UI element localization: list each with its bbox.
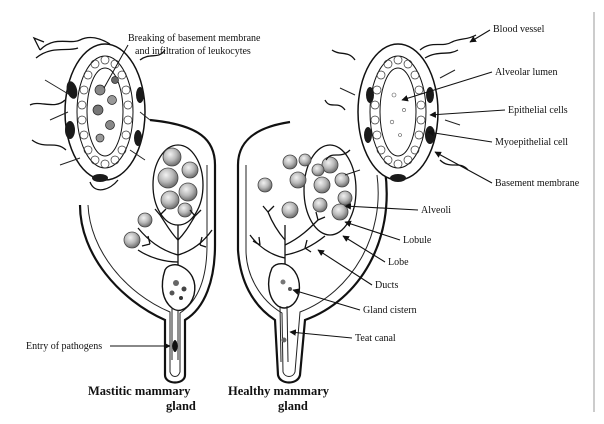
healthy-alveolus-section [325, 35, 476, 182]
label-entry: Entry of pathogens [26, 341, 102, 352]
label-myoepithelial: Myoepithelial cell [495, 137, 568, 148]
healthy-gland-cistern [269, 264, 300, 308]
label-epithelial: Epithelial cells [508, 105, 568, 116]
label-alveolar-lumen: Alveolar lumen [495, 67, 557, 78]
mastitic-gland-cistern [162, 265, 194, 311]
label-infiltration: and infiltration of leukocytes [135, 46, 251, 57]
label-healthy-2: gland [278, 399, 308, 413]
mastitic-alveolus-section [30, 37, 165, 189]
label-blood-vessel: Blood vessel [493, 24, 545, 35]
label-lobule: Lobule [403, 235, 432, 246]
label-lobe: Lobe [388, 257, 409, 268]
healthy-udder-inner [246, 165, 378, 377]
label-mastitic-2: gland [166, 399, 196, 413]
label-breaking: Breaking of basement membrane [128, 33, 261, 44]
label-mastitic-1: Mastitic mammary [88, 384, 191, 398]
label-healthy-1: Healthy mammary [228, 384, 330, 398]
label-ducts: Ducts [375, 280, 398, 291]
label-cistern: Gland cistern [363, 305, 417, 316]
label-alveoli: Alveoli [421, 205, 451, 216]
label-teat: Teat canal [355, 333, 396, 344]
pathogen-entry-mark [173, 340, 178, 352]
mastitic-alveoli [124, 148, 198, 248]
healthy-teat-canal [280, 306, 281, 362]
label-basement: Basement membrane [495, 178, 580, 189]
mastitic-gland [30, 37, 215, 382]
healthy-alveoli [258, 154, 352, 220]
